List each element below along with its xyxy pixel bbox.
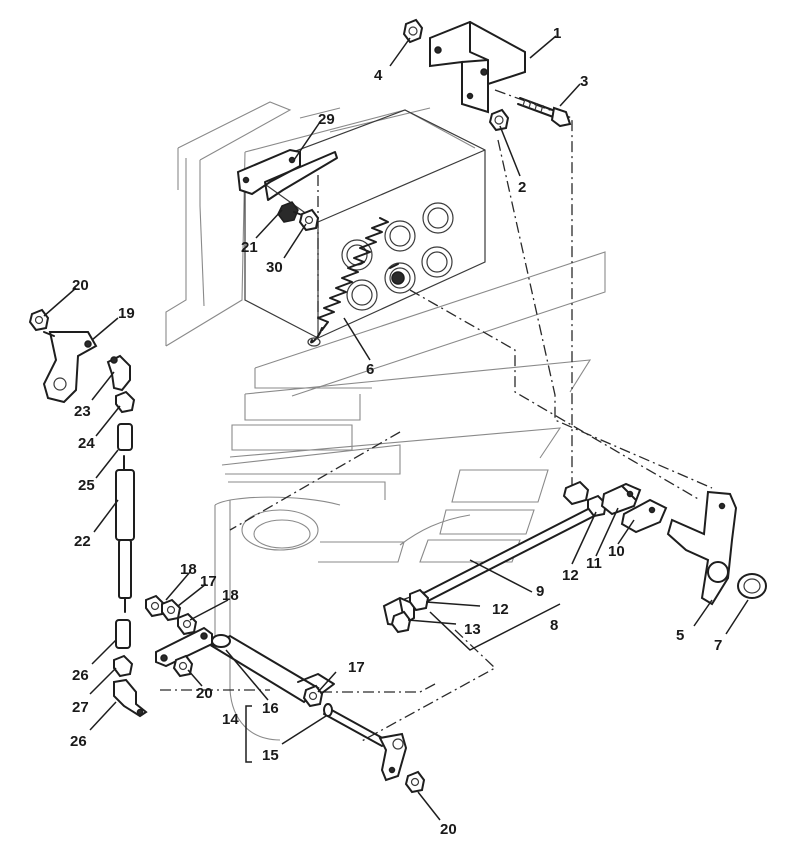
callout-6: 6 [366,361,374,378]
ball-joint-part-23 [106,354,131,392]
callout-30: 30 [266,259,283,276]
callout-20-upper: 20 [72,277,89,294]
callout-3: 3 [580,73,588,90]
callout-21: 21 [241,239,258,256]
callout-labels: 1 2 3 4 29 21 30 6 20 19 23 24 25 22 18 … [70,25,722,838]
clevis-part-11 [600,482,642,516]
callout-23: 23 [74,403,91,420]
nut-part-20-upper [28,308,50,332]
ball-joint-part-26-lower [113,678,148,718]
callout-16: 16 [262,700,279,717]
nut-part-4 [402,18,424,44]
callout-18-lower: 18 [222,587,239,604]
lever-part-5 [666,490,738,606]
leader-lines [43,35,749,821]
coupler-part-26-upper [115,619,131,649]
callout-17-lower: 17 [348,659,365,676]
nut-part-13 [390,610,412,634]
nut-part-30 [298,208,320,232]
callout-11: 11 [586,555,602,572]
nut-part-27 [113,654,134,678]
callout-12-upper: 12 [562,567,579,584]
callout-15: 15 [262,747,279,764]
nut-part-24 [115,390,136,414]
callout-19: 19 [118,305,135,322]
nut-part-12-lower [409,588,430,612]
callout-27: 27 [72,699,89,716]
callout-1: 1 [553,25,561,42]
callout-8: 8 [550,617,558,634]
coupler-part-25 [117,423,133,451]
callout-2: 2 [518,179,526,196]
callout-22: 22 [74,533,91,550]
nut-part-12-upper [587,494,608,518]
callout-10: 10 [608,543,625,560]
callout-12-lower: 12 [492,601,509,618]
callout-13: 13 [464,621,481,638]
callout-26-lower: 26 [70,733,87,750]
callout-28: 26 [72,667,89,684]
bracket-part-29 [236,148,338,201]
tractor-frame-outline [165,101,476,347]
alignment-lines [160,89,713,743]
nut-part-20-middle [172,654,194,678]
hood-panel [214,251,606,741]
gas-spring-part-22 [115,455,135,613]
callout-17-upper: 17 [200,573,217,590]
callout-5: 5 [676,627,684,644]
callout-20-lower: 20 [440,821,457,838]
nuts-parts-18-17 [145,594,198,636]
callout-4: 4 [374,67,383,84]
bolt-part-3 [517,97,572,128]
callout-20-middle: 20 [196,685,213,702]
callout-14: 14 [222,711,239,728]
spring-part-6 [307,217,405,347]
callout-25: 25 [78,477,95,494]
nut-part-2 [488,108,510,132]
clevis-part-10 [620,498,668,534]
callout-7: 7 [714,637,722,654]
bushing-top [562,480,590,506]
bracket-part-1 [429,20,526,114]
nut-part-17-lower [302,684,324,708]
bracket-part-19 [42,331,98,404]
bushing-part-7 [737,573,767,599]
nut-part-20-lower [404,770,426,794]
callout-9: 9 [536,583,544,600]
callout-24: 24 [78,435,95,452]
callout-18-upper: 18 [180,561,197,578]
callout-29: 29 [318,111,335,128]
rod-part-9 [416,501,605,606]
arm-part-15 [323,703,408,782]
